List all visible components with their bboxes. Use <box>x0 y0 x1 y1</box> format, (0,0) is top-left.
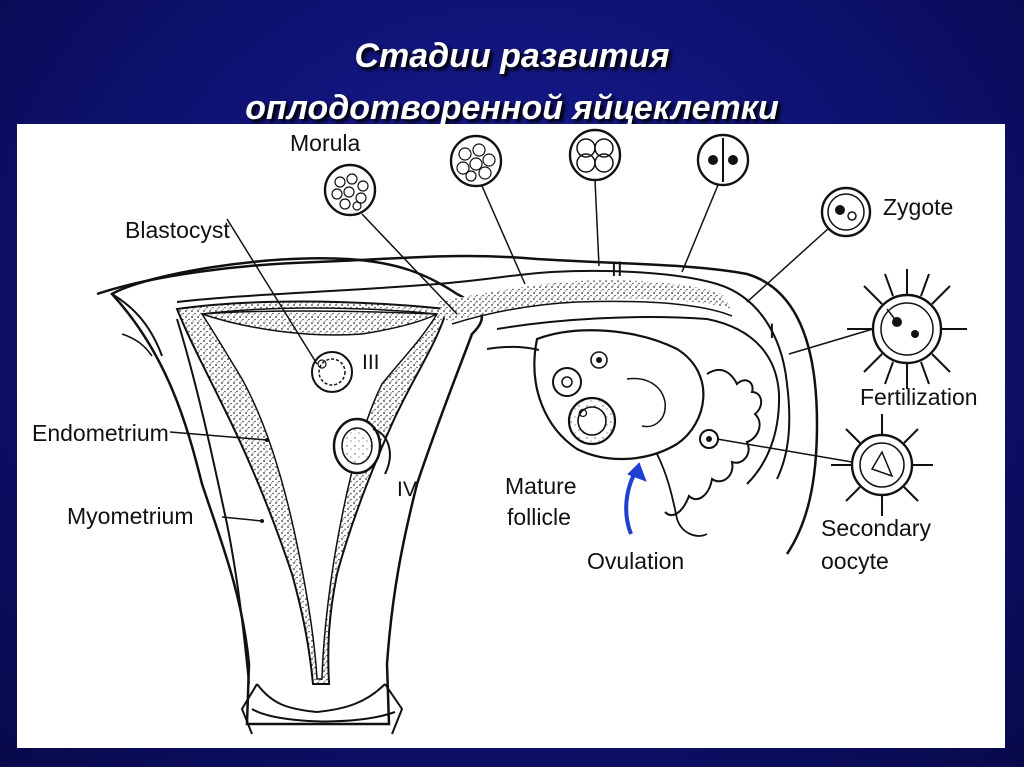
label-zygote: Zygote <box>883 194 953 220</box>
stage-zygote <box>820 186 872 238</box>
slide-title: Стадии развития оплодотворенной яйцеклет… <box>0 30 1024 134</box>
stage-label-iv: IV <box>397 478 417 501</box>
label-ovulation: Ovulation <box>587 548 684 574</box>
stage-cell-morula <box>323 163 377 217</box>
label-blastocyst: Blastocyst <box>125 217 230 243</box>
label-mature: Mature <box>505 473 577 499</box>
reproductive-tract-diagram: II I III IV Morula Blastocyst Zygote Fer… <box>32 128 978 735</box>
label-oocyte: oocyte <box>821 548 889 574</box>
released-oocyte <box>699 429 719 449</box>
label-follicle: follicle <box>507 504 571 530</box>
leader-lines <box>169 179 874 522</box>
fertilization-cell <box>847 269 967 389</box>
label-endometrium: Endometrium <box>32 420 169 446</box>
stage-label-ii: II <box>611 258 623 281</box>
ovary-follicle-tiny <box>590 351 608 369</box>
title-line-2: оплодотворенной яйцеклетки <box>245 89 779 127</box>
stage-cell-8 <box>449 134 503 188</box>
ovulation-arrow <box>624 467 639 535</box>
stage-label-iii: III <box>362 351 380 374</box>
ovary-follicle-small <box>552 367 582 397</box>
label-fertilization: Fertilization <box>860 384 978 410</box>
mature-follicle-graphic <box>567 396 617 446</box>
secondary-oocyte-cell <box>831 414 933 516</box>
label-secondary: Secondary <box>821 515 931 541</box>
stage-iii-blastocyst <box>311 351 353 393</box>
stage-label-i: I <box>769 320 775 343</box>
fimbriae <box>664 368 763 516</box>
label-myometrium: Myometrium <box>67 503 194 529</box>
stage-cell-4 <box>568 128 622 182</box>
stage-iv-implanting <box>332 417 391 475</box>
label-morula: Morula <box>290 130 361 156</box>
diagram-panel: II I III IV Morula Blastocyst Zygote Fer… <box>17 124 1005 748</box>
title-line-1: Стадии развития <box>354 37 670 75</box>
fallopian-tube <box>96 254 819 555</box>
stage-cell-2 <box>696 133 750 187</box>
